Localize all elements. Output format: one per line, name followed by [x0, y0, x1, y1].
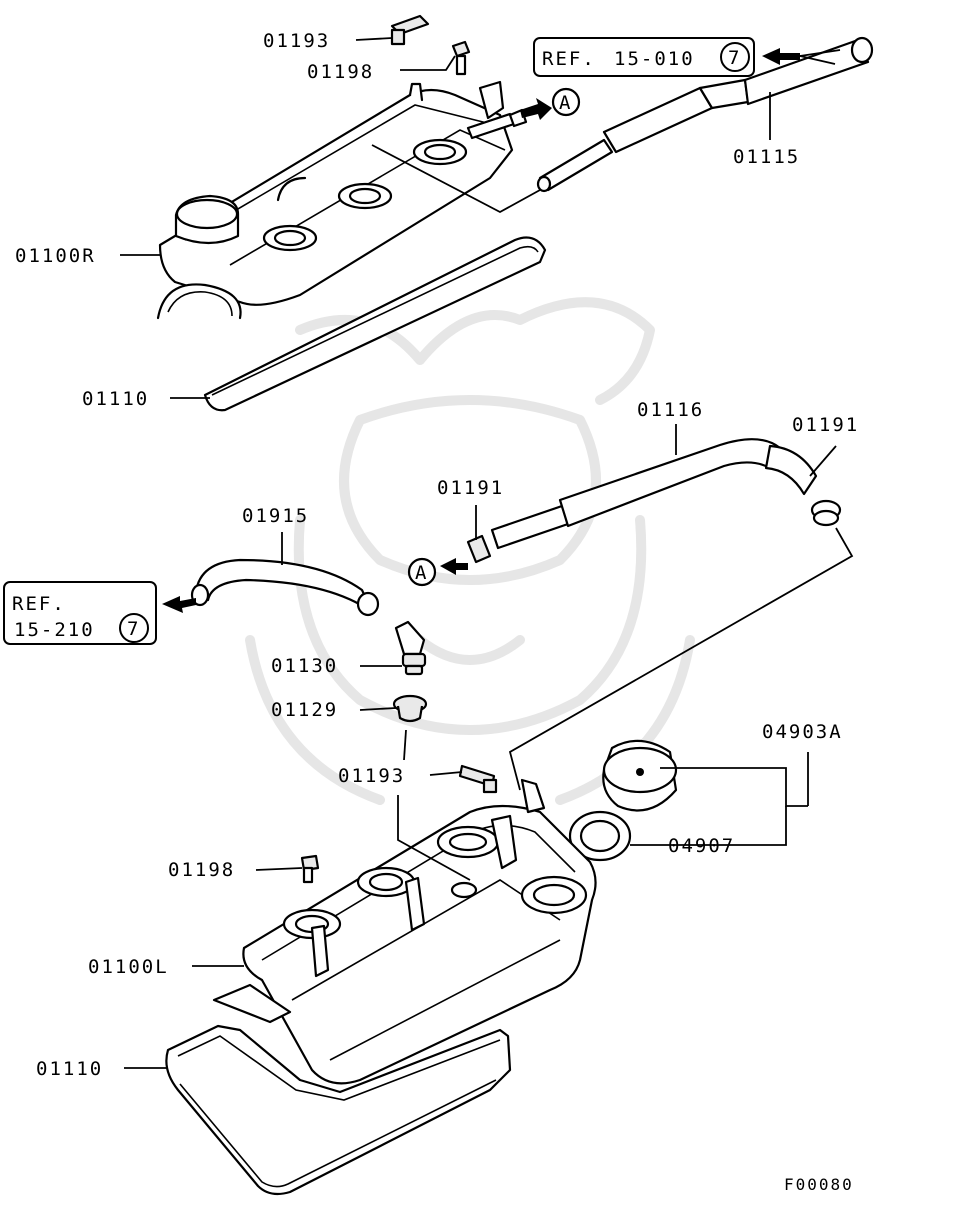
label-01191-right: 01191 — [792, 414, 859, 436]
leader-lines-middle — [281, 424, 854, 791]
label-01116: 01116 — [637, 399, 704, 421]
label-01193-bottom: 01193 — [338, 765, 405, 787]
gasket-bottom — [165, 1024, 512, 1196]
watermark-emblem — [245, 297, 695, 805]
pcv-valve-01130 — [394, 620, 427, 676]
ref-left-line1: REF. — [12, 593, 66, 615]
label-01198-bottom: 01198 — [168, 859, 235, 881]
clip-01193-bottom — [458, 764, 498, 794]
label-01100R: 01100R — [15, 245, 96, 267]
label-01100L: 01100L — [88, 956, 169, 978]
grommet-01129 — [392, 694, 428, 723]
ref-box-left: REF. 15-210 7 — [3, 581, 196, 645]
label-01915: 01915 — [242, 505, 309, 527]
ref-box-top: REF. 15-010 7 — [533, 37, 841, 77]
connector-a-mid-label: A — [415, 562, 428, 584]
gasket-top — [203, 236, 547, 412]
leader-lines-bottom — [124, 752, 809, 1069]
bolt-01198-bottom — [300, 854, 320, 884]
hose-01915 — [190, 558, 380, 617]
label-01129: 01129 — [271, 699, 338, 721]
label-01191-mid: 01191 — [437, 477, 504, 499]
ref-top-prefix: REF. — [542, 48, 596, 70]
hose-01116 — [466, 438, 818, 564]
label-01110-top: 01110 — [82, 388, 149, 410]
leader-lines-top — [120, 37, 771, 399]
oil-cap-04903A — [602, 739, 678, 812]
label-01130: 01130 — [271, 655, 338, 677]
label-01198-top: 01198 — [307, 61, 374, 83]
clip-01193-top — [390, 14, 430, 46]
label-04907: 04907 — [668, 835, 735, 857]
diagram-code: F00080 — [784, 1175, 854, 1194]
label-01115: 01115 — [733, 146, 800, 168]
ref-left-line2: 15-210 — [14, 619, 95, 641]
hose-01115 — [536, 36, 874, 193]
ref-left-circle: 7 — [127, 618, 140, 640]
label-01193-top: 01193 — [263, 30, 330, 52]
clip-01191-right — [810, 499, 842, 527]
ref-top-circle: 7 — [728, 47, 741, 69]
label-01110-bottom: 01110 — [36, 1058, 103, 1080]
rocker-cover-right — [156, 82, 514, 320]
rocker-cover-left — [212, 778, 597, 1085]
label-04903A: 04903A — [762, 721, 843, 743]
bolt-01198-top — [451, 40, 471, 76]
connector-a-mid: A — [407, 557, 468, 587]
breather-fitting — [466, 80, 528, 140]
ref-top-code: 15-010 — [614, 48, 695, 70]
connector-a-top-label: A — [559, 92, 572, 114]
oil-cap-ring-04907 — [568, 810, 632, 862]
connector-a-top: A — [520, 87, 581, 120]
